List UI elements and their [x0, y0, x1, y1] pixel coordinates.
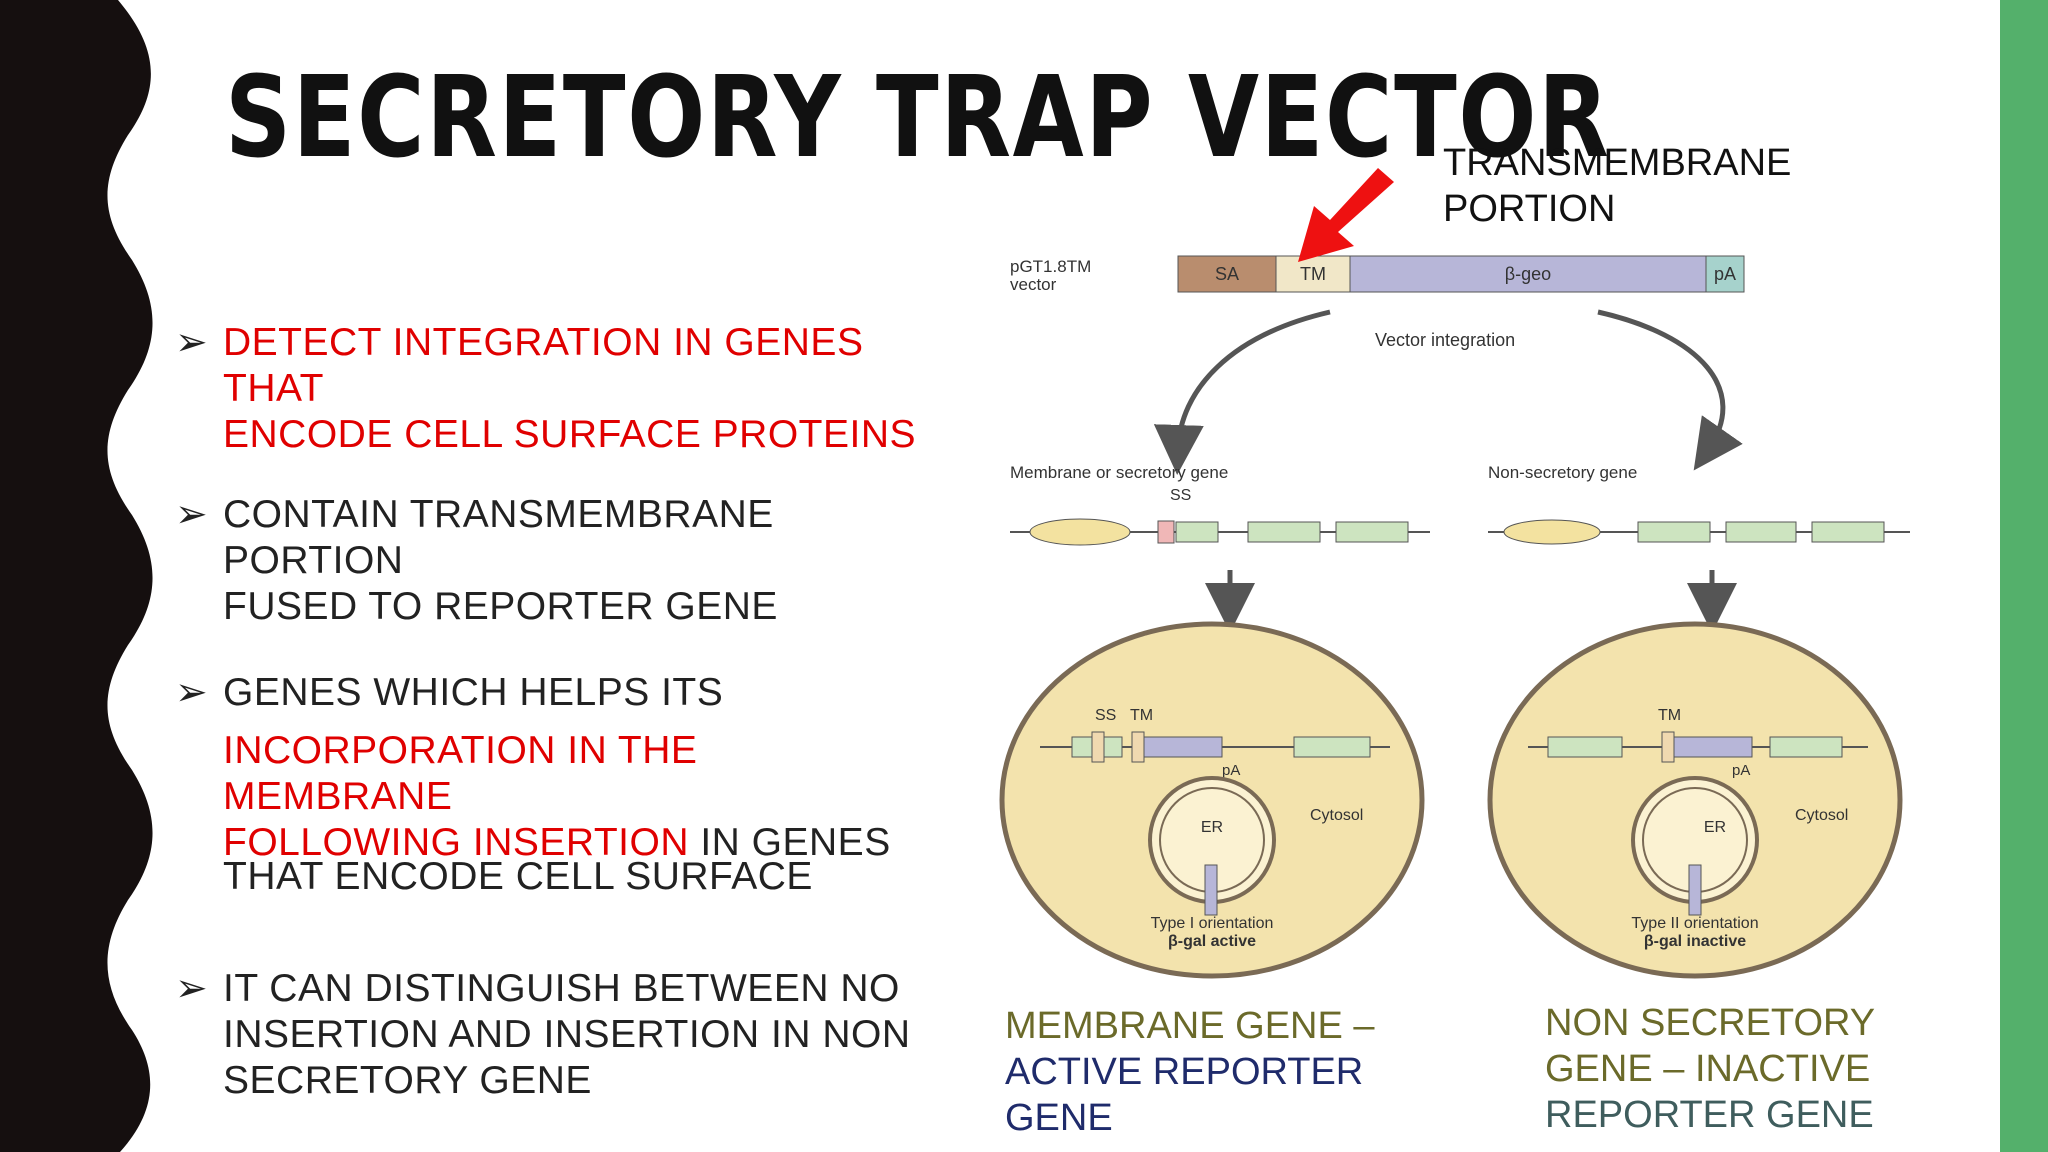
- segment-pa-label: pA: [1714, 264, 1736, 284]
- caption-text: NON SECRETORY: [1545, 1002, 1876, 1044]
- left-gene-label: Membrane or secretory gene: [1010, 463, 1228, 482]
- cell-bgeo-left: [1143, 736, 1223, 758]
- cell-pa-label: pA: [1732, 762, 1750, 779]
- caption-text: GENE: [1005, 1097, 1113, 1139]
- cell-ss-left: [1091, 731, 1105, 763]
- cell-tm-right: [1661, 731, 1675, 763]
- bullet-item: ➢ DETECT INTEGRATION IN GENES THAT ENCOD…: [175, 320, 935, 458]
- caption-membrane-gene: MEMBRANE GENE – ACTIVE REPORTER GENE: [1005, 1003, 1375, 1141]
- cytosol-label: Cytosol: [1310, 807, 1363, 824]
- promoter-right: [1503, 519, 1601, 545]
- bullet-item: ➢ CONTAIN TRANSMEMBRANE PORTION FUSED TO…: [175, 492, 935, 630]
- cell-exon-right: [1769, 736, 1843, 758]
- bullet-item: ➢ IT CAN DISTINGUISH BETWEEN NO INSERTIO…: [175, 966, 935, 1104]
- transmembrane-callout: TRANSMEMBRANE PORTION: [1443, 140, 1791, 232]
- bullet-text: THAT ENCODE CELL SURFACE: [223, 855, 813, 898]
- caption-text: ACTIVE REPORTER: [1005, 1051, 1364, 1093]
- exon-ss-left: [1157, 520, 1175, 544]
- callout-text: TRANSMEMBRANE: [1443, 142, 1792, 184]
- cytosol-label: Cytosol: [1795, 807, 1848, 824]
- vector-label: pGT1.8TM: [1010, 257, 1091, 276]
- er-label: ER: [1704, 819, 1726, 836]
- exon-right: [1725, 521, 1797, 543]
- bullet-arrow-icon: ➢: [175, 671, 209, 714]
- bullet-text: IT CAN DISTINGUISH BETWEEN NO: [223, 967, 900, 1010]
- bullet-arrow-icon: ➢: [175, 967, 209, 1010]
- caption-text: MEMBRANE GENE –: [1005, 1005, 1375, 1047]
- secretory-trap-diagram: pGT1.8TM vector SA TM β-geo pA Vector in…: [999, 168, 1910, 979]
- right-gene-label: Non-secretory gene: [1488, 463, 1637, 482]
- bullet-text: IN GENES: [689, 821, 891, 864]
- cell-tm-label: TM: [1130, 707, 1153, 724]
- bgal-status-label: β-gal inactive: [1644, 933, 1746, 950]
- black-wave-band: [0, 0, 153, 1152]
- slide-title: SECRETORY TRAP VECTOR: [225, 53, 1611, 183]
- bullet-item: ➢ GENES WHICH HELPS ITS INCORPORATION IN…: [175, 670, 935, 900]
- cell-bgeo-right: [1673, 736, 1753, 758]
- segment-sa-label: SA: [1215, 264, 1239, 284]
- bullet-text: FUSED TO REPORTER GENE: [223, 585, 778, 628]
- segment-tm-label: TM: [1300, 264, 1326, 284]
- red-arrow-icon: [1298, 168, 1394, 262]
- bullet-list: ➢ DETECT INTEGRATION IN GENES THAT ENCOD…: [175, 320, 935, 1104]
- segment-bgeo-label: β-geo: [1505, 264, 1551, 284]
- exon-right: [1811, 521, 1885, 543]
- curved-arrow-left: [1153, 309, 1331, 475]
- bullet-text: DETECT INTEGRATION IN GENES THAT: [223, 321, 864, 410]
- bullet-text: GENES WHICH HELPS ITS: [223, 671, 724, 714]
- cell-exon-right: [1547, 736, 1623, 758]
- orientation-label: Type II orientation: [1631, 915, 1758, 932]
- bullet-text: SECRETORY GENE: [223, 1059, 592, 1102]
- exon-left: [1247, 521, 1321, 543]
- vector-integration-label: Vector integration: [1375, 330, 1515, 350]
- cell-tm-label: TM: [1658, 707, 1681, 724]
- cell-tm-left: [1131, 731, 1145, 763]
- bullet-arrow-icon: ➢: [175, 321, 209, 364]
- ss-label: SS: [1170, 487, 1191, 504]
- reporter-right: [1688, 864, 1702, 916]
- green-side-bar: [2000, 0, 2048, 1152]
- bullet-text: ENCODE CELL SURFACE PROTEINS: [223, 413, 917, 456]
- segment-tm: [1275, 255, 1351, 293]
- bullet-text-highlight: FOLLOWING INSERTION: [223, 821, 689, 864]
- bgal-status-label: β-gal active: [1168, 933, 1256, 950]
- segment-sa: [1177, 255, 1277, 293]
- promoter-left: [1029, 518, 1131, 546]
- exon-left: [1335, 521, 1409, 543]
- bullet-text: INSERTION AND INSERTION IN NON: [223, 1013, 911, 1056]
- curved-arrow-right: [1597, 309, 1743, 471]
- cell-ss-label: SS: [1095, 707, 1116, 724]
- exon-left: [1175, 521, 1219, 543]
- caption-text: REPORTER GENE: [1545, 1094, 1874, 1136]
- callout-text: PORTION: [1443, 188, 1616, 230]
- er-label: ER: [1201, 819, 1223, 836]
- cell-pa-label: pA: [1222, 762, 1240, 779]
- bullet-arrow-icon: ➢: [175, 493, 209, 536]
- bullet-text-highlight: INCORPORATION IN THE MEMBRANE: [223, 729, 698, 818]
- cell-exon-left: [1293, 736, 1371, 758]
- caption-non-secretory-gene: NON SECRETORY GENE – INACTIVE REPORTER G…: [1545, 1000, 1875, 1138]
- exon-right: [1637, 521, 1711, 543]
- vector-label: vector: [1010, 275, 1057, 294]
- reporter-left: [1204, 864, 1218, 916]
- orientation-label: Type I orientation: [1151, 915, 1274, 932]
- bullet-text: CONTAIN TRANSMEMBRANE PORTION: [223, 493, 774, 582]
- segment-pa: [1705, 255, 1745, 293]
- caption-text: GENE – INACTIVE: [1545, 1048, 1871, 1090]
